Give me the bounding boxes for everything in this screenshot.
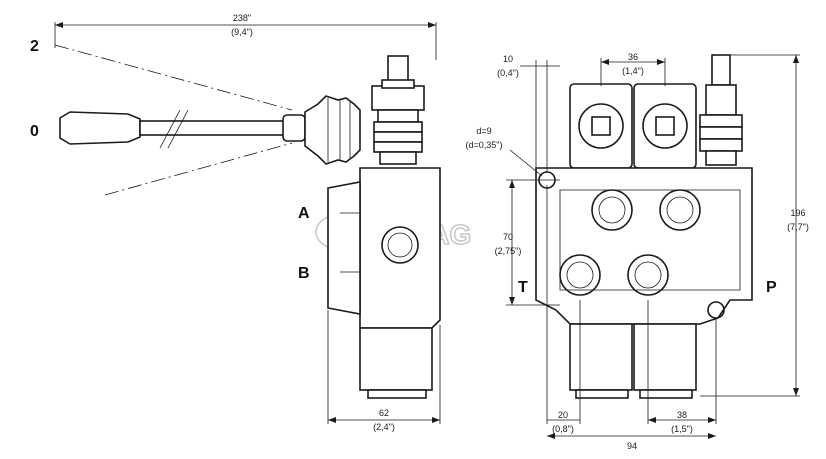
dim-spacing-36 [600, 58, 666, 86]
dim-10-inch-label: (0,4") [497, 68, 519, 78]
dim-196-label: 196 [790, 208, 805, 218]
port-b-label: B [298, 265, 310, 282]
dim-width-38 [647, 300, 717, 424]
port-a-label: A [298, 205, 310, 222]
top-nut-stack [373, 109, 423, 165]
front-view: 36 (1,4") 10 (0,4") d=9 (d=0,35") 70 (2,… [466, 52, 809, 451]
port-p-label: P [766, 279, 777, 296]
dim-width-62 [327, 310, 441, 424]
dim-238-inch-label: (9,4") [231, 27, 253, 37]
dim-height-196 [700, 54, 800, 397]
dim-height-70 [506, 179, 560, 306]
lever-arc-line-bottom [104, 142, 293, 196]
side-body [327, 167, 441, 399]
dim-10-label: 10 [503, 54, 513, 64]
dim-38-inch-label: (1,5") [671, 424, 693, 434]
dim-width-20 [546, 185, 581, 424]
lever-arc-line-top [54, 44, 293, 111]
dim-offset-10 [520, 60, 560, 172]
dim-62-label: 62 [379, 408, 389, 418]
front-body [535, 167, 753, 325]
hole-diameter-inch-label: (d=0,35") [466, 140, 503, 150]
hole-leader-line [509, 149, 543, 177]
dim-overall-length [54, 22, 437, 60]
port-t-label: T [518, 279, 528, 296]
front-pressure-stem [699, 54, 743, 166]
dim-62-inch-label: (2,4") [373, 422, 395, 432]
dim-38-label: 38 [677, 410, 687, 420]
lever-boot [304, 95, 361, 165]
lever-position-2-label: 2 [30, 38, 39, 55]
dim-36-inch-label: (1,4") [622, 66, 644, 76]
lever-position-0-label: 0 [30, 123, 39, 140]
front-bottom-spools [569, 323, 697, 399]
dim-94-label: 94 [627, 441, 637, 451]
dim-70-inch-label: (2,75") [495, 246, 522, 256]
dim-20-inch-label: (0,8") [552, 424, 574, 434]
dim-196-inch-label: (7,7") [787, 222, 809, 232]
dim-20-label: 20 [558, 410, 568, 420]
dim-70-label: 70 [503, 232, 513, 242]
side-view: 238" (9,4") 62 (2,4") 2 0 A B [30, 13, 441, 432]
dim-width-94 [547, 433, 716, 439]
hole-diameter-label: d=9 [476, 126, 491, 136]
lever-handle [59, 109, 306, 149]
dim-238-label: 238" [233, 13, 251, 23]
dim-36-label: 36 [628, 52, 638, 62]
front-top-caps [569, 83, 697, 169]
top-spring-cap [371, 55, 425, 111]
